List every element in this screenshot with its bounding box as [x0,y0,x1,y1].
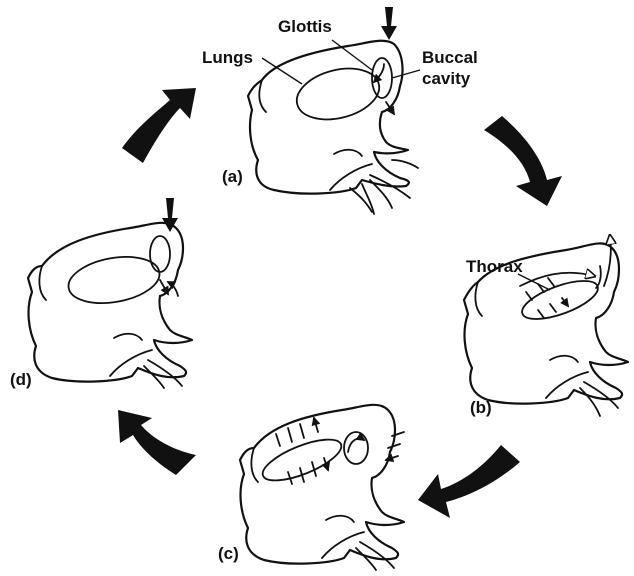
label-thorax: Thorax [466,257,523,276]
cycle-arrow-a-to-b [484,116,562,206]
frog-d [28,198,192,388]
panel-label-b: (b) [470,398,492,417]
panel-label-a: (a) [222,167,243,186]
panel-label-c: (c) [218,544,239,563]
label-lungs: Lungs [202,48,253,67]
air-in-arrow-a [381,7,397,40]
frog-c [240,405,404,570]
cycle-arrow-c-to-d [118,410,196,475]
cycle-arrow-d-to-a [122,88,196,163]
label-buccal: Buccal [422,48,478,67]
label-cavity: cavity [422,69,471,88]
frog-a [248,7,418,214]
panel-label-d: (d) [10,370,32,389]
label-glottis: Glottis [278,17,332,36]
cycle-arrow-b-to-c [418,445,520,518]
